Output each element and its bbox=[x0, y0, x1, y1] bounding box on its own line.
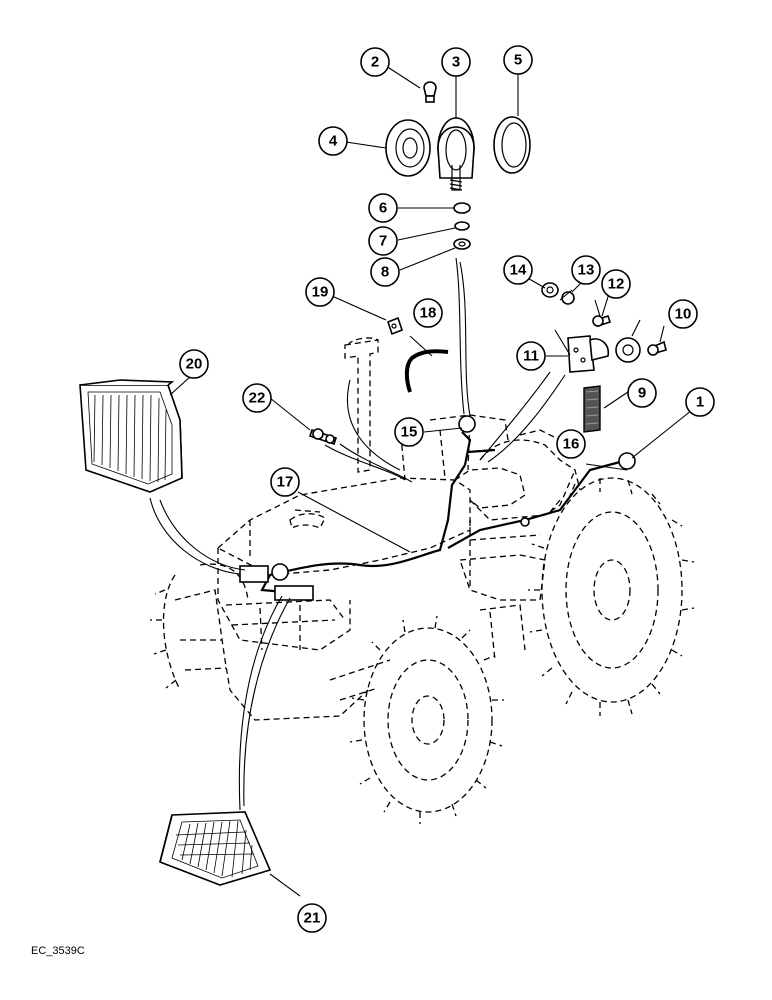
callout-14: 14 bbox=[503, 255, 533, 285]
side-lamp bbox=[159, 811, 272, 886]
figure-code: EC_3539C bbox=[31, 945, 85, 957]
callout-20: 20 bbox=[179, 349, 209, 379]
callout-22: 22 bbox=[242, 383, 272, 413]
callout-7-label: 7 bbox=[379, 233, 387, 250]
callout-4-label: 4 bbox=[329, 133, 338, 150]
callout-17-label: 17 bbox=[277, 474, 294, 491]
callout-13-label: 13 bbox=[578, 262, 595, 279]
callout-22-label: 22 bbox=[249, 390, 266, 407]
front-wheel-left bbox=[150, 563, 249, 691]
lamp-lens bbox=[385, 119, 431, 177]
callout-6: 6 bbox=[368, 193, 398, 223]
callout-4: 4 bbox=[318, 126, 348, 156]
callout-13: 13 bbox=[571, 255, 601, 285]
callout-14-label: 14 bbox=[510, 262, 527, 279]
callout-11: 11 bbox=[516, 341, 546, 371]
callout-7: 7 bbox=[368, 226, 398, 256]
callout-21: 21 bbox=[297, 903, 327, 933]
callout-9: 9 bbox=[627, 378, 657, 408]
cable-clip bbox=[387, 316, 403, 336]
cable-part bbox=[404, 349, 449, 393]
callout-19: 19 bbox=[305, 277, 335, 307]
callout-15: 15 bbox=[394, 417, 424, 447]
callout-11-label: 11 bbox=[523, 348, 539, 365]
rear-wheel-right bbox=[528, 477, 695, 716]
callout-3: 3 bbox=[441, 47, 471, 77]
front-wheel-right bbox=[349, 615, 504, 824]
callout-9-label: 9 bbox=[638, 385, 646, 402]
callout-20-label: 20 bbox=[186, 356, 203, 373]
callout-15-label: 15 bbox=[401, 424, 418, 441]
lamp-bulb bbox=[423, 81, 437, 103]
callout-5-label: 5 bbox=[514, 52, 522, 69]
callout-16: 16 bbox=[556, 429, 586, 459]
callout-1: 1 bbox=[685, 387, 715, 417]
bracket-assembly bbox=[541, 282, 667, 373]
bolt-assembly bbox=[308, 428, 338, 446]
leader-lines bbox=[149, 65, 693, 897]
lamp-rim bbox=[493, 116, 531, 174]
callout-12: 12 bbox=[601, 269, 631, 299]
beacon-lamp-body bbox=[437, 117, 475, 191]
callout-17: 17 bbox=[270, 467, 300, 497]
callout-5: 5 bbox=[503, 45, 533, 75]
callout-10-label: 10 bbox=[675, 306, 692, 323]
lamp-washers bbox=[453, 202, 471, 250]
callout-1-label: 1 bbox=[696, 394, 704, 411]
callout-19-label: 19 bbox=[312, 284, 329, 301]
callout-16-label: 16 bbox=[563, 436, 580, 453]
callout-18-label: 18 bbox=[420, 305, 437, 322]
callout-8: 8 bbox=[370, 257, 400, 287]
callout-2: 2 bbox=[360, 47, 390, 77]
wiring-harness bbox=[239, 415, 636, 601]
reflector bbox=[583, 385, 601, 433]
callout-10: 10 bbox=[668, 299, 698, 329]
callout-2-label: 2 bbox=[371, 54, 379, 71]
rear-lamp bbox=[79, 379, 183, 493]
tractor-outline bbox=[150, 337, 695, 824]
callout-18: 18 bbox=[413, 298, 443, 328]
callout-12-label: 12 bbox=[608, 276, 625, 293]
callout-8-label: 8 bbox=[381, 264, 389, 281]
callout-21-label: 21 bbox=[304, 910, 321, 927]
callout-3-label: 3 bbox=[452, 54, 460, 71]
callout-6-label: 6 bbox=[379, 200, 387, 217]
